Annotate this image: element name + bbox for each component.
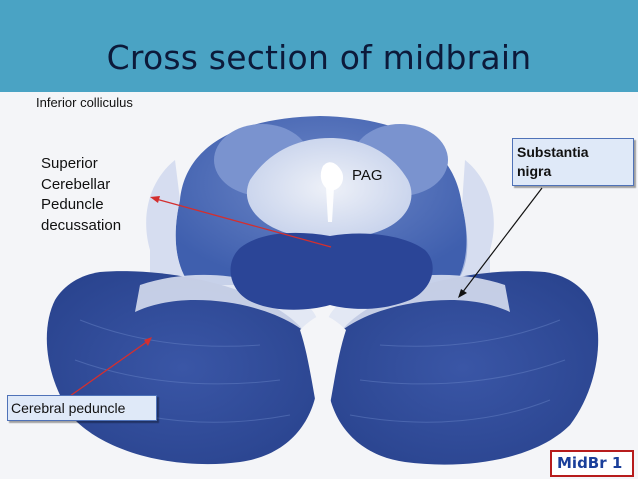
pag-label: PAG (352, 167, 383, 184)
right-cerebral-peduncle (326, 271, 599, 465)
label-line: Superior (41, 155, 98, 172)
header-bar (0, 0, 638, 92)
label-line: Substantia (517, 144, 589, 160)
tegmental-halo (146, 160, 190, 300)
decussation-arrow (150, 196, 332, 248)
cerebral-aqueduct (320, 162, 344, 191)
decussation-mass (230, 232, 433, 310)
aqueduct-channel (326, 188, 334, 222)
cerebral-peduncle-arrow (69, 337, 152, 397)
slide-id-badge: MidBr 1 (550, 450, 634, 477)
cerebral-peduncle-label-box: Cerebral peduncle (7, 395, 157, 421)
substantia-nigra-arrow (458, 187, 543, 298)
substantia-nigra-label-box: Substantia nigra (512, 138, 634, 186)
inferior-colliculus-label: Inferior colliculus (36, 95, 133, 110)
label-line: Cerebellar (41, 175, 111, 193)
label-line: decussation (41, 216, 122, 234)
interpeduncular-fossa (300, 315, 346, 440)
slide-title: Cross section of midbrain (106, 38, 532, 77)
tegmental-halo-right (455, 160, 494, 300)
label-line: nigra (517, 163, 552, 179)
superior-cerebellar-peduncle-decussation-label: Superior Cerebellar Peduncle decussation (41, 154, 121, 236)
label-line: Peduncle (41, 196, 104, 213)
